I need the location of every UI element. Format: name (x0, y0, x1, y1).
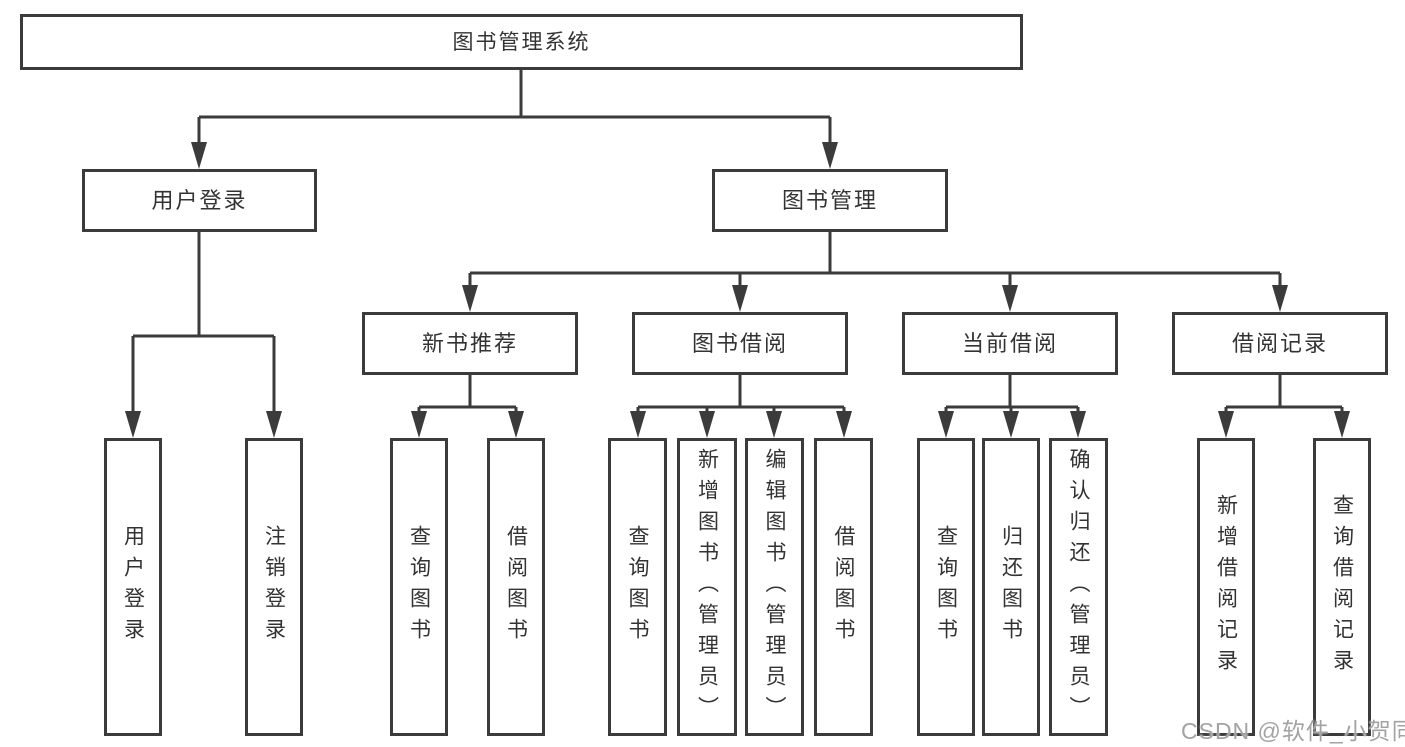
node-book-borrow: 图书借阅 (632, 312, 848, 375)
leaf-logout: 注销登录 (245, 438, 303, 736)
node-root: 图书管理系统 (20, 14, 1023, 70)
leaf-borrow-borrow: 借阅图书 (814, 438, 873, 736)
leaf-newbooks-query-label: 查询图书 (407, 525, 431, 649)
node-user-login: 用户登录 (82, 169, 317, 232)
leaf-current-confirm-admin: 确认归还（管理员） (1049, 438, 1108, 736)
node-book-management-label: 图书管理 (781, 187, 878, 213)
leaf-newbooks-query: 查询图书 (390, 438, 448, 736)
leaf-borrow-query: 查询图书 (608, 438, 667, 736)
leaf-current-return-label: 归还图书 (999, 525, 1023, 649)
leaf-borrow-add-admin-label: 新增图书（管理员） (695, 447, 719, 727)
leaf-records-add-label: 新增借阅记录 (1214, 494, 1238, 680)
node-book-management: 图书管理 (712, 169, 948, 232)
leaf-user-login-label: 用户登录 (121, 525, 145, 649)
leaf-current-return: 归还图书 (982, 438, 1040, 736)
node-borrow-records-label: 借阅记录 (1231, 330, 1328, 356)
watermark: CSDN @软件_小贺同学 (1181, 718, 1405, 744)
leaf-records-query: 查询借阅记录 (1313, 438, 1371, 736)
leaf-records-query-label: 查询借阅记录 (1330, 494, 1354, 680)
leaf-logout-label: 注销登录 (262, 525, 286, 649)
connector-path (131, 69, 1344, 413)
arrowhead-icons (125, 142, 1350, 438)
leaf-records-add: 新增借阅记录 (1197, 438, 1255, 736)
leaf-newbooks-borrow: 借阅图书 (487, 438, 545, 736)
node-root-label: 图书管理系统 (452, 30, 591, 54)
leaf-borrow-add-admin: 新增图书（管理员） (677, 438, 737, 736)
leaf-current-confirm-admin-label: 确认归还（管理员） (1067, 447, 1090, 727)
node-current-borrow-label: 当前借阅 (961, 330, 1058, 356)
leaf-borrow-borrow-label: 借阅图书 (832, 525, 855, 649)
leaf-user-login: 用户登录 (104, 438, 162, 736)
leaf-borrow-edit-admin: 编辑图书（管理员） (745, 438, 804, 736)
node-user-login-label: 用户登录 (151, 187, 248, 213)
node-new-book-recommend: 新书推荐 (362, 312, 578, 375)
node-borrow-records: 借阅记录 (1172, 312, 1388, 375)
leaf-current-query: 查询图书 (917, 438, 975, 736)
node-current-borrow: 当前借阅 (902, 312, 1118, 375)
leaf-newbooks-borrow-label: 借阅图书 (504, 525, 528, 649)
leaf-borrow-query-label: 查询图书 (626, 525, 649, 649)
node-new-book-recommend-label: 新书推荐 (421, 330, 518, 356)
leaf-borrow-edit-admin-label: 编辑图书（管理员） (763, 447, 786, 727)
leaf-current-query-label: 查询图书 (934, 525, 958, 649)
node-book-borrow-label: 图书借阅 (691, 330, 788, 356)
